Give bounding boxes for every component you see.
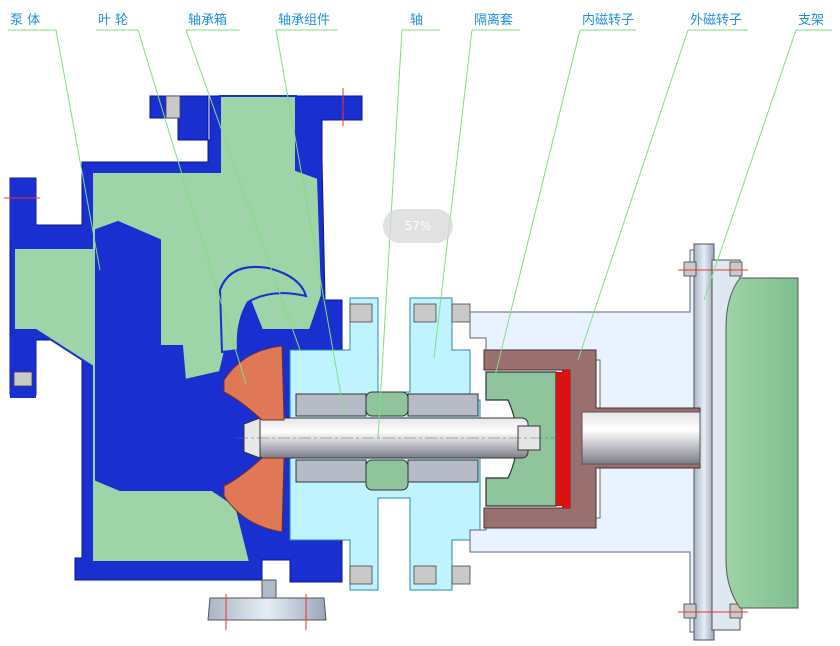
leader-inner-rotor-diag bbox=[493, 29, 581, 381]
bearing-right-top bbox=[407, 393, 479, 417]
bracket-bolt-bot-left bbox=[683, 603, 697, 619]
volute-tongue bbox=[218, 266, 308, 354]
leader-outer-rotor-diag bbox=[577, 29, 689, 361]
impeller bbox=[223, 345, 285, 533]
bracket-bolt-bot-right bbox=[729, 603, 743, 619]
label-impeller: 叶 轮 bbox=[98, 13, 128, 28]
foot-base bbox=[207, 597, 327, 621]
casing-fluid-cavity bbox=[13, 95, 324, 563]
label-isolation-sleeve: 隔离套 bbox=[474, 12, 513, 28]
bearing-box-bolt-top-right bbox=[413, 303, 437, 323]
flange-bolt-left bbox=[13, 371, 33, 387]
flange-bolt-top bbox=[165, 95, 181, 119]
bracket-bolt-top-right bbox=[729, 261, 743, 277]
support-foot bbox=[207, 579, 327, 630]
flange-left bbox=[10, 178, 36, 240]
outer-rotor-magnet bbox=[562, 370, 570, 508]
label-outer-magnetic-rotor: 外磁转子 bbox=[690, 13, 742, 28]
bracket-bolt-top-left bbox=[683, 261, 697, 277]
motor-body bbox=[725, 277, 799, 609]
label-inner-magnetic-rotor: 内磁转子 bbox=[582, 12, 634, 28]
inner-rotor-magnet bbox=[556, 372, 562, 506]
bearing-spacer-bot bbox=[365, 459, 409, 491]
shaft-assembly bbox=[236, 391, 560, 491]
labels: 泵 体 叶 轮 轴承箱 轴承组件 轴 隔离套 内磁转子 外磁转子 支架 bbox=[10, 12, 824, 28]
leader-bearing-assembly-diag bbox=[275, 29, 345, 413]
label-bearing-assembly: 轴承组件 bbox=[278, 13, 330, 28]
bearing-left-bot bbox=[295, 459, 367, 483]
foot-stem bbox=[261, 579, 277, 599]
flange-bolt-right-bot bbox=[451, 565, 471, 585]
flange-bolt-right-top bbox=[451, 303, 471, 323]
label-bearing-box: 轴承箱 bbox=[188, 12, 227, 28]
flange-left-lower bbox=[10, 335, 36, 398]
outer-rotor-coupling bbox=[581, 411, 701, 465]
outer-magnetic-rotor bbox=[483, 349, 701, 529]
bearing-box-bolt-bot-right bbox=[413, 565, 437, 585]
label-bracket: 支架 bbox=[798, 13, 824, 28]
bearing-right-bot bbox=[407, 459, 479, 483]
label-pump-body: 泵 体 bbox=[10, 13, 40, 28]
leader-isolation-sleeve-diag bbox=[433, 29, 473, 359]
zoom-indicator: 57% bbox=[383, 209, 453, 243]
impeller-lower bbox=[223, 457, 285, 533]
leader-bracket-diag bbox=[703, 29, 797, 301]
bearing-box-bolt-bot-left bbox=[349, 565, 373, 585]
label-shaft: 轴 bbox=[410, 13, 423, 28]
bearing-spacer-top bbox=[365, 391, 409, 417]
bearing-box-bolt-top-left bbox=[349, 303, 373, 323]
leader-lines bbox=[8, 29, 832, 439]
leader-pump-body-diag bbox=[55, 29, 101, 271]
leader-impeller-diag bbox=[137, 29, 247, 385]
leader-bearing-box-diag bbox=[185, 29, 301, 351]
motor bbox=[725, 277, 799, 609]
bearing-left-top bbox=[295, 393, 367, 417]
